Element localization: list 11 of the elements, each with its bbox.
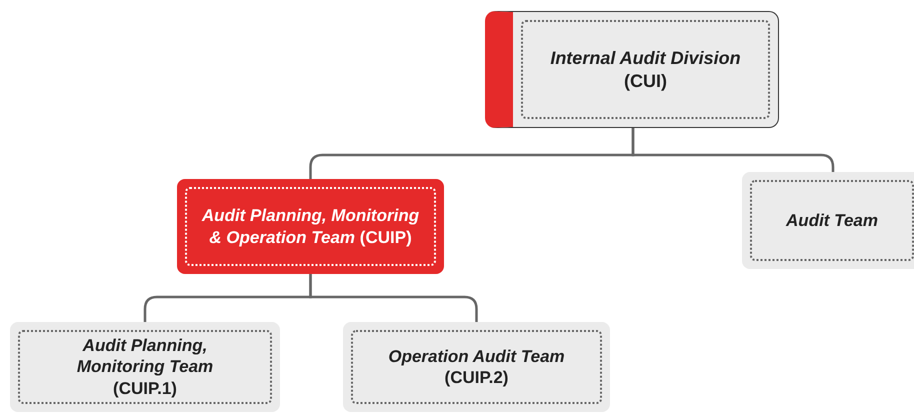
node-label: Audit Planning, Monitoring Team (CUIP.1) [76, 335, 214, 399]
node-label: Internal Audit Division (CUI) [549, 47, 742, 92]
connector-line [309, 274, 478, 322]
node-label: Operation Audit Team (CUIP.2) [387, 346, 566, 388]
org-box [742, 172, 914, 269]
node-label: Audit Team [786, 210, 878, 232]
org-box [485, 11, 779, 128]
node-label: Audit Planning, Monitoring & Operation Team (CUIP) [200, 205, 420, 248]
org-box [10, 322, 280, 412]
org-box [343, 322, 610, 412]
highlighted-org-box [177, 179, 444, 274]
